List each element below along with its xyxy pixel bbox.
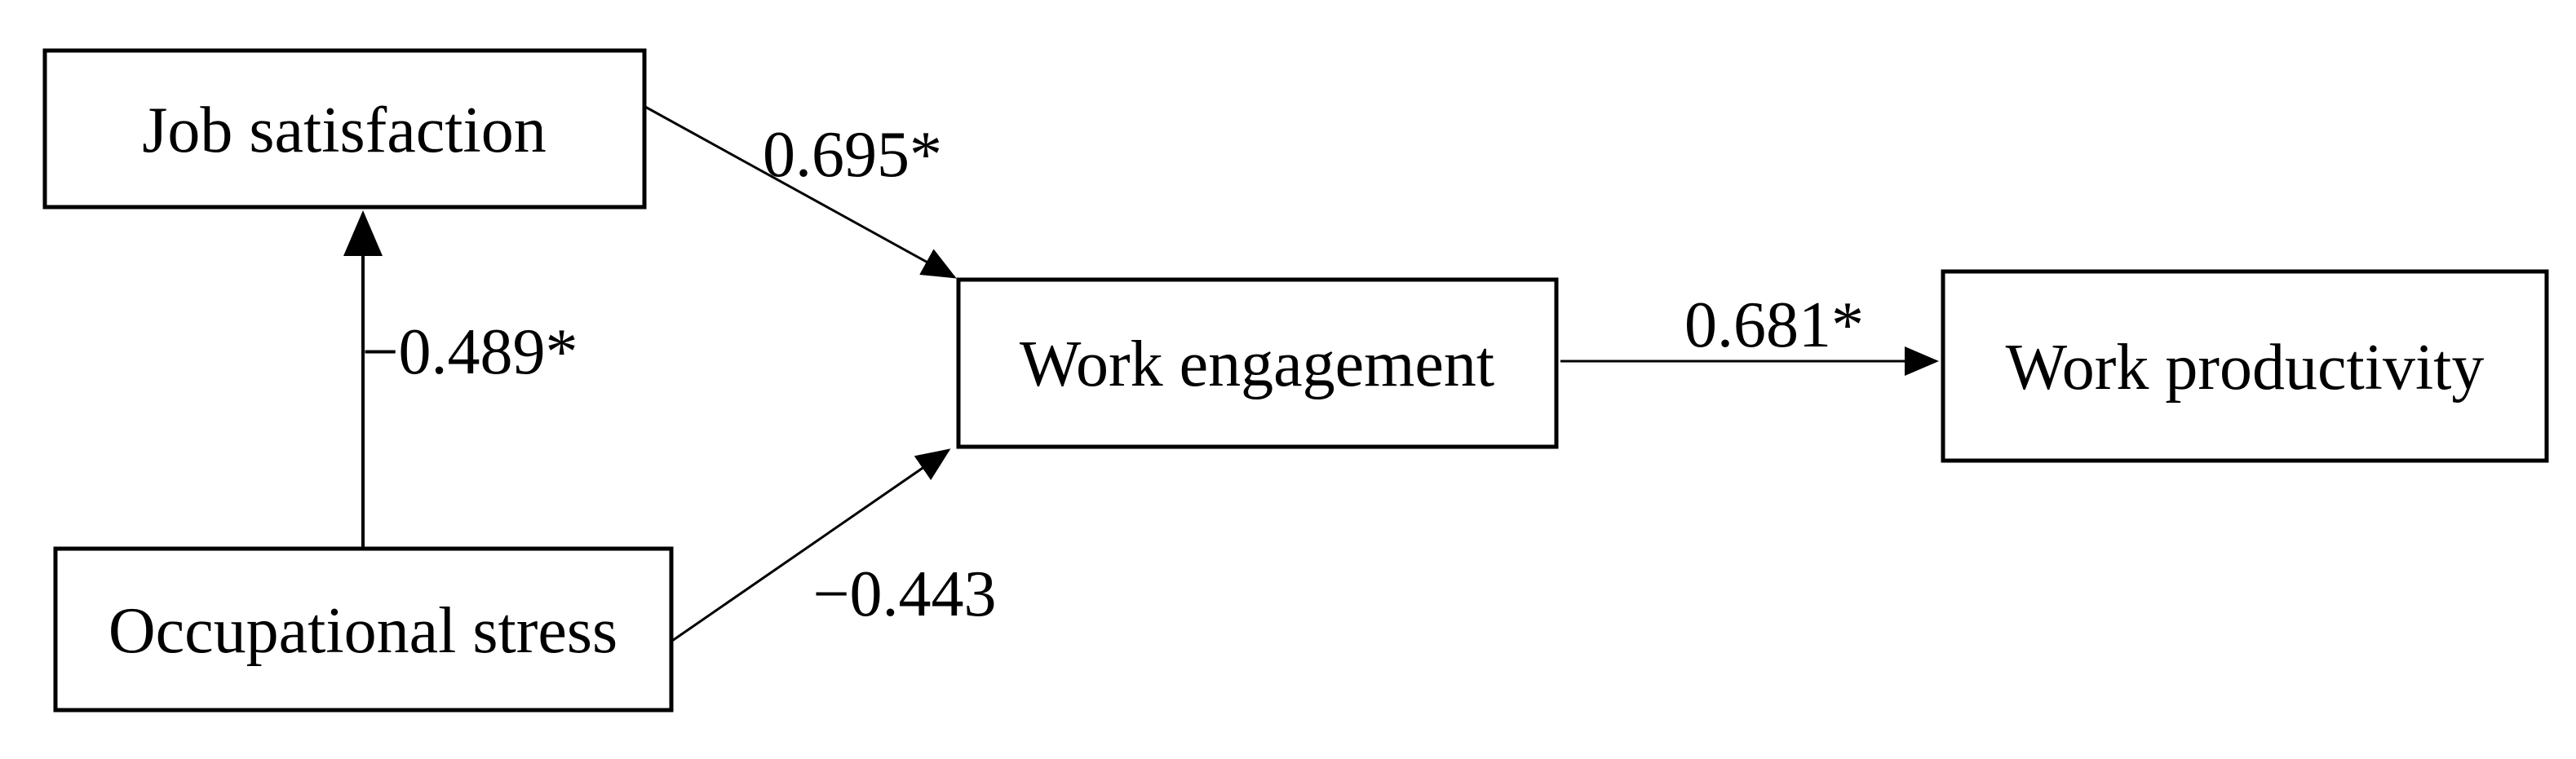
edge-job-satisfaction-to-work-engagement	[644, 105, 957, 279]
node-label-work-engagement: Work engagement	[1020, 329, 1494, 400]
edge-label-occupational-stress-to-job-satisfaction: −0.489*	[361, 316, 578, 388]
node-label-job-satisfaction: Job satisfaction	[142, 95, 546, 166]
node-job-satisfaction	[42, 48, 647, 210]
node-work-productivity	[1941, 269, 2549, 463]
edge-occupational-stress-to-work-engagement	[671, 448, 951, 642]
edge-label-work-engagement-to-work-productivity: 0.681*	[1684, 289, 1864, 361]
edge-label-occupational-stress-to-work-engagement: −0.443	[812, 558, 996, 630]
node-work-engagement	[956, 277, 1559, 449]
node-label-work-productivity: Work productivity	[2006, 332, 2485, 404]
node-label-occupational-stress: Occupational stress	[108, 595, 617, 667]
node-occupational-stress	[53, 546, 674, 713]
edge-label-job-satisfaction-to-work-engagement: 0.695*	[763, 119, 942, 191]
